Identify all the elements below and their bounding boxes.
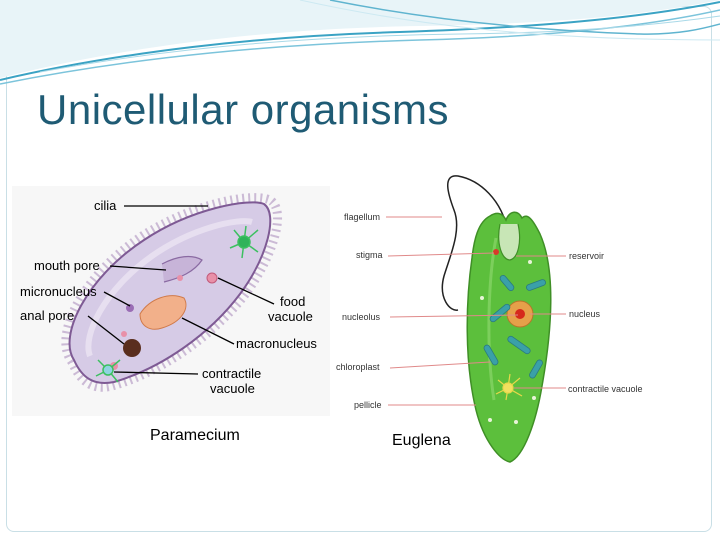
leader-food-vacuole (217, 277, 275, 305)
label-micronucleus: micronucleus (20, 284, 97, 299)
paramecium-caption: Paramecium (150, 427, 240, 444)
stigma (493, 249, 499, 255)
food-vacuole (121, 331, 127, 337)
label-nucleolus: nucleolus (342, 312, 381, 322)
header-wave-decoration (0, 0, 720, 85)
label-reservoir: reservoir (569, 251, 604, 261)
label-nucleus: nucleus (569, 309, 601, 319)
leader-nucleolus (389, 314, 519, 318)
label-macronucleus: macronucleus (236, 336, 317, 351)
leader-contractile-vacuole (113, 371, 199, 375)
euglena-diagram: flagellum stigma nucleolus chloroplast p… (330, 160, 660, 466)
contractile-vacuole-bottom (95, 359, 121, 383)
leader-mouth-pore (109, 265, 167, 271)
macronucleus (139, 295, 187, 330)
slide-title: Unicellular organisms (37, 86, 449, 133)
contractile-vacuole (495, 373, 523, 401)
label-anal-pore: anal pore (20, 308, 74, 323)
nucleolus (515, 309, 525, 319)
label-chloroplast: chloroplast (336, 362, 380, 372)
label-food-vacuole-line1: food (280, 294, 305, 309)
paramecium-diagram: cilia mouth pore micronucleus anal pore … (12, 186, 330, 416)
micronucleus (126, 304, 134, 312)
food-vacuole (177, 275, 183, 281)
leader-macronucleus (181, 317, 235, 345)
label-contractile-vacuole: contractile vacuole (568, 384, 643, 394)
leader-anal-pore (87, 315, 125, 345)
label-cilia: cilia (94, 198, 117, 213)
label-flagellum: flagellum (344, 212, 380, 222)
food-vacuole (206, 272, 218, 284)
paramecium-cilia-fringe (61, 193, 282, 392)
leader-chloroplast (389, 361, 491, 369)
label-food-vacuole-line2: vacuole (268, 309, 313, 324)
paramylon-granules (480, 260, 536, 424)
euglena-caption: Euglena (392, 432, 451, 449)
label-pellicle: pellicle (354, 400, 382, 410)
contractile-vacuole-top (229, 225, 259, 259)
label-mouth-pore: mouth pore (34, 258, 100, 273)
leader-micronucleus (103, 291, 131, 307)
paramecium-body (68, 201, 272, 384)
flagellum (441, 175, 509, 311)
reservoir (498, 223, 521, 261)
anal-pore-vacuole (123, 339, 141, 357)
label-contractile-vacuole-line1: contractile (202, 366, 261, 381)
chloroplasts (483, 275, 546, 379)
label-stigma: stigma (356, 250, 383, 260)
label-contractile-vacuole-line2: vacuole (210, 381, 255, 396)
leader-stigma (387, 252, 495, 257)
